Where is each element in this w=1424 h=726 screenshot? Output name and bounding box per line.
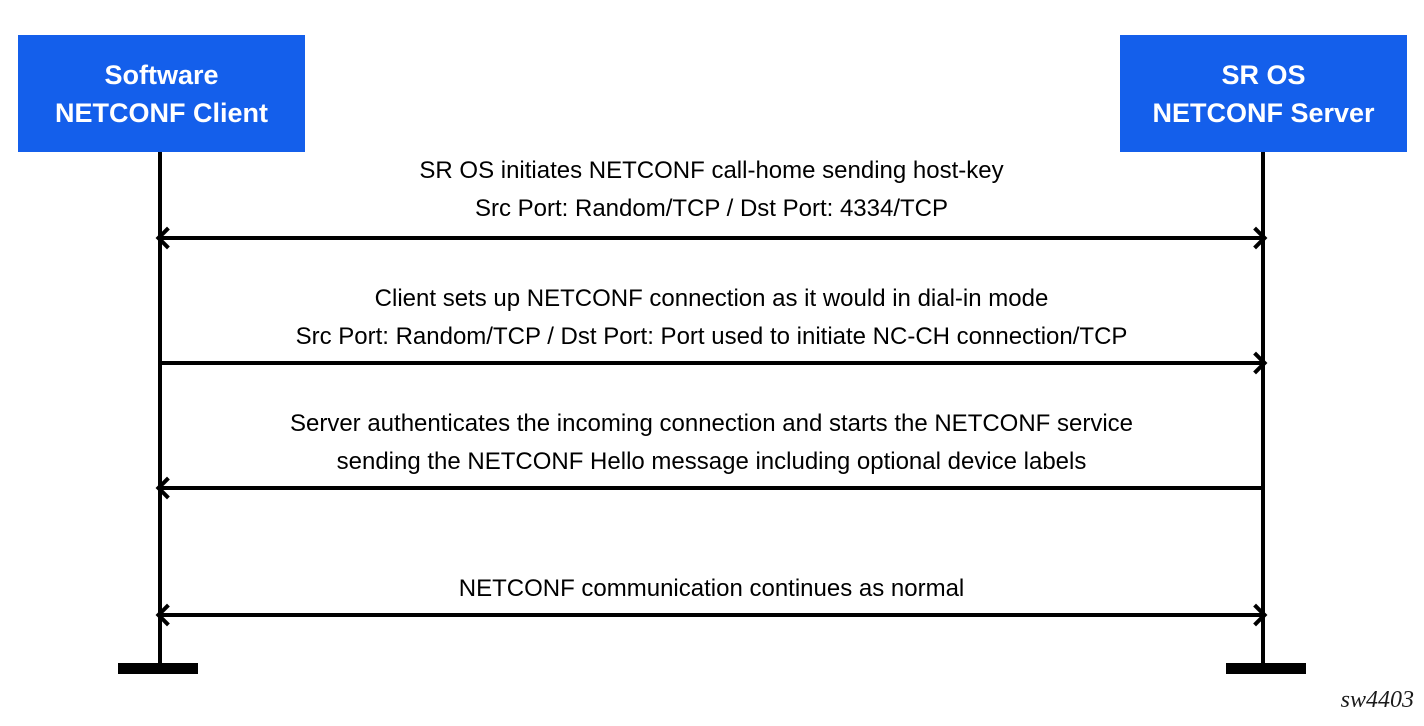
message-2-line2: Src Port: Random/TCP / Dst Port: Port us…	[295, 323, 1128, 350]
lifeline-end-bar-server	[1226, 663, 1306, 674]
actor-client-label-line2: NETCONF Client	[55, 97, 268, 128]
message-1-line1: SR OS initiates NETCONF call-home sendin…	[419, 157, 1004, 184]
message-3-label: Server authenticates the incoming connec…	[160, 405, 1263, 481]
message-1-line2: Src Port: Random/TCP / Dst Port: 4334/TC…	[474, 195, 949, 222]
message-3-line2: sending the NETCONF Hello message includ…	[336, 448, 1087, 475]
actor-box-netconf-client: Software NETCONF Client	[18, 35, 305, 152]
message-4-arrow	[155, 603, 1268, 627]
figure-id-watermark: sw4403	[1340, 687, 1414, 713]
message-4-label: NETCONF communication continues as norma…	[160, 570, 1263, 608]
actor-server-label-line2: NETCONF Server	[1152, 97, 1375, 128]
message-4-line1: NETCONF communication continues as norma…	[458, 575, 965, 602]
message-1-label: SR OS initiates NETCONF call-home sendin…	[160, 152, 1263, 228]
message-2-arrow	[161, 351, 1268, 375]
message-3-arrow	[155, 476, 1262, 500]
lifeline-end-bar-client	[118, 663, 198, 674]
message-1-arrow	[155, 226, 1268, 250]
message-2-line1: Client sets up NETCONF connection as it …	[374, 285, 1049, 312]
actor-client-label-line1: Software	[104, 59, 219, 90]
actor-box-netconf-server: SR OS NETCONF Server	[1120, 35, 1407, 152]
lifeline-server	[1261, 152, 1265, 666]
actor-server-label-line1: SR OS	[1221, 59, 1306, 90]
lifeline-client	[158, 152, 162, 666]
message-3-line1: Server authenticates the incoming connec…	[289, 410, 1134, 437]
message-2-label: Client sets up NETCONF connection as it …	[160, 280, 1263, 356]
